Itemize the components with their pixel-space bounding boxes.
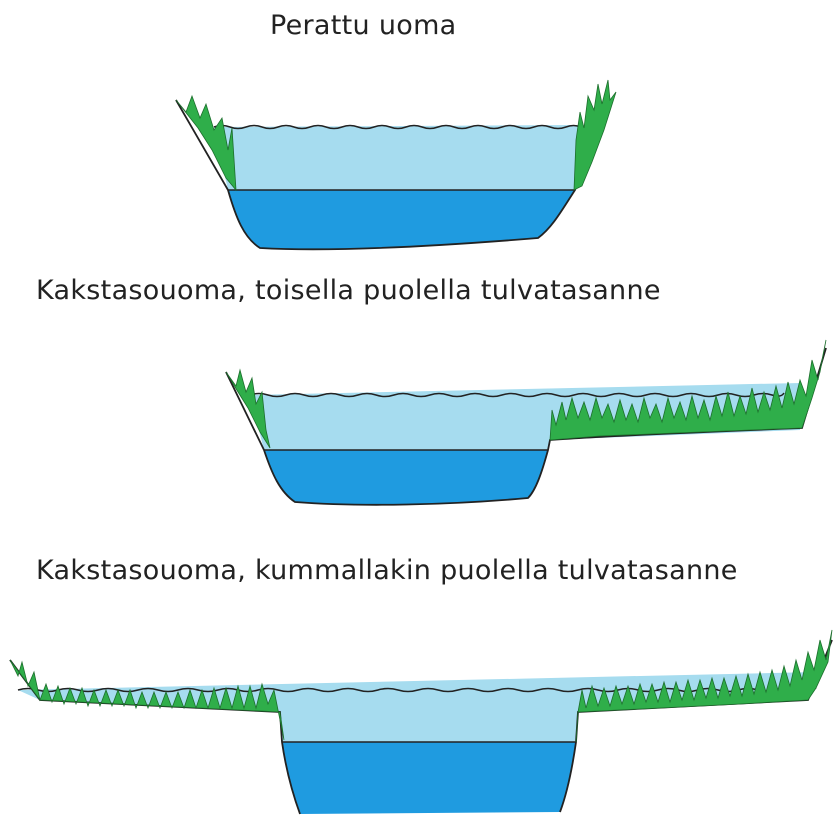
low-water-layer [282, 742, 576, 814]
grass-left-bank [226, 370, 270, 448]
flood-water-layer [18, 672, 816, 742]
grass-left-bank [176, 96, 236, 190]
two-stage-both-sides-section [10, 630, 832, 814]
grass-right-bank [574, 80, 616, 190]
flood-water-layer [214, 125, 580, 190]
two-stage-one-side-section [226, 340, 826, 505]
low-water-layer [228, 190, 575, 249]
low-water-layer [264, 450, 548, 505]
dredged-channel-section [176, 80, 616, 249]
